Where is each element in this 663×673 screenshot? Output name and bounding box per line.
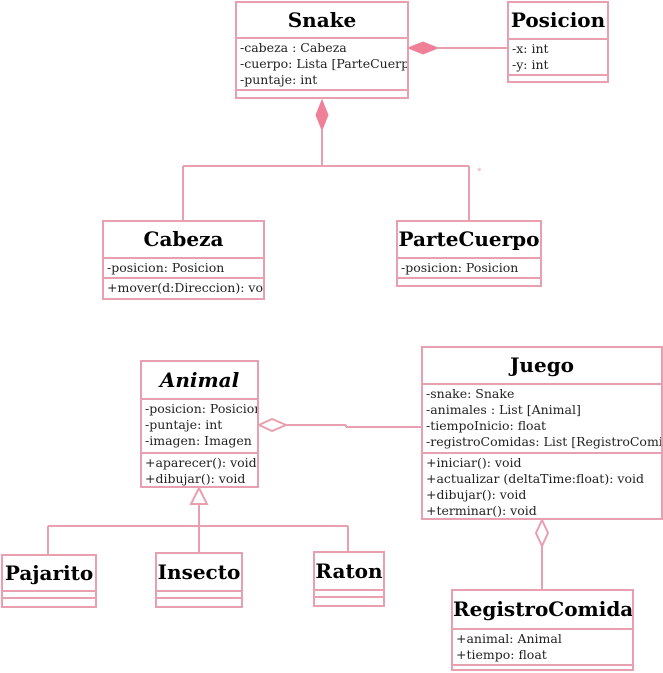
methods-section [509, 76, 607, 81]
attribute: -animales : List [Animal] [426, 402, 581, 417]
attributes-section: -posicion: Posicion [104, 259, 263, 279]
class-name: ParteCuerpo [398, 222, 540, 259]
snake-parts-diamond [315, 98, 329, 132]
class-snake[interactable]: Snake -cabeza : Cabeza -cuerpo: Lista [P… [235, 1, 409, 99]
multiplicity-mark: * [477, 167, 482, 177]
methods-section: +aparecer(): void +dibujar(): void [142, 454, 257, 486]
attribute: -puntaje: int [145, 417, 223, 432]
attributes-section [157, 592, 241, 599]
attribute: +tiempo: float [456, 647, 547, 662]
class-name: Raton [315, 553, 383, 591]
attributes-section: -x: int -y: int [509, 40, 607, 76]
attribute: -y: int [512, 57, 549, 72]
attributes-section: -posicion: Posicion [398, 259, 540, 279]
class-juego[interactable]: Juego -snake: Snake -animales : List [An… [421, 346, 663, 520]
inheritance-triangle [189, 485, 209, 505]
method: +mover(d:Direccion): void [107, 280, 265, 295]
methods-section [237, 91, 407, 97]
methods-section [157, 599, 241, 605]
snake-posicion-diamond [406, 41, 440, 55]
attribute: -cabeza : Cabeza [240, 40, 347, 55]
method: +dibujar(): void [426, 487, 527, 502]
attributes-section: -cabeza : Cabeza -cuerpo: Lista [ParteCu… [237, 39, 407, 91]
class-pajarito[interactable]: Pajarito [1, 554, 97, 608]
method: +iniciar(): void [426, 455, 522, 470]
attribute: +animal: Animal [456, 631, 562, 646]
methods-section [453, 666, 632, 669]
attribute: -posicion: Posicion [145, 401, 259, 416]
animal-juego-diamond [256, 417, 289, 433]
attributes-section [3, 592, 95, 599]
attribute: -posicion: Posicion [401, 260, 519, 275]
attribute: -imagen: Imagen [145, 433, 252, 448]
methods-section: +iniciar(): void +actualizar (deltaTime:… [423, 454, 661, 518]
methods-section [315, 598, 383, 604]
class-posicion[interactable]: Posicion -x: int -y: int [507, 1, 609, 83]
attribute: -registroComidas: List [RegistroComid [426, 434, 663, 449]
method: +aparecer(): void [145, 455, 257, 470]
class-name: Juego [423, 348, 661, 385]
attribute: -posicion: Posicion [107, 260, 225, 275]
attributes-section [315, 591, 383, 598]
class-animal[interactable]: Animal -posicion: Posicion -puntaje: int… [140, 360, 259, 488]
attributes-section: -snake: Snake -animales : List [Animal] … [423, 385, 661, 454]
class-name: Animal [142, 362, 257, 400]
attributes-section: -posicion: Posicion -puntaje: int -image… [142, 400, 257, 454]
method: +terminar(): void [426, 503, 537, 518]
attribute: -puntaje: int [240, 72, 318, 87]
class-name: Snake [237, 3, 407, 39]
class-insecto[interactable]: Insecto [155, 552, 243, 608]
juego-registro-diamond [534, 517, 550, 549]
method: +dibujar(): void [145, 471, 246, 486]
attributes-section: +animal: Animal +tiempo: float [453, 630, 632, 666]
attribute: -x: int [512, 41, 549, 56]
methods-section [398, 279, 540, 285]
method: +actualizar (deltaTime:float): void [426, 471, 644, 486]
class-cabeza[interactable]: Cabeza -posicion: Posicion +mover(d:Dire… [102, 220, 265, 300]
attribute: -tiempoInicio: float [426, 418, 547, 433]
methods-section: +mover(d:Direccion): void [104, 279, 263, 298]
class-name: Insecto [157, 554, 241, 592]
class-parte-cuerpo[interactable]: ParteCuerpo -posicion: Posicion [396, 220, 542, 287]
class-name: Pajarito [3, 556, 95, 592]
class-name: Posicion [509, 3, 607, 40]
methods-section [3, 599, 95, 605]
attribute: -snake: Snake [426, 386, 515, 401]
class-name: RegistroComida [453, 591, 632, 630]
class-raton[interactable]: Raton [313, 551, 385, 607]
class-name: Cabeza [104, 222, 263, 259]
class-registro-comida[interactable]: RegistroComida +animal: Animal +tiempo: … [451, 589, 634, 671]
attribute: -cuerpo: Lista [ParteCuerpo] [240, 56, 409, 71]
